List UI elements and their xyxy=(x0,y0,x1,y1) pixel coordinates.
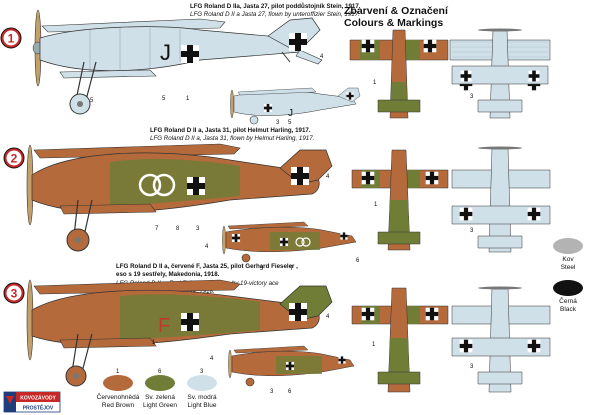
p2-callout-7: 7 xyxy=(155,226,159,232)
swatch-number-1: 1 xyxy=(116,369,120,375)
p1-callout-5: 5 xyxy=(162,96,166,102)
profile-1-top-view xyxy=(349,29,449,119)
profile-1-index: 1 xyxy=(8,32,15,46)
swatch-chip-steel xyxy=(553,238,583,254)
profile-2-caption-cz: LFG Roland D II a, Jasta 31, pilot Helmu… xyxy=(150,127,311,134)
profile-3-side-view: F xyxy=(26,279,333,387)
p3-callout-6: 6 xyxy=(288,389,292,395)
swatch-number-3: 3 xyxy=(200,369,204,375)
swatch-label-red-brown: Červenohnědá Red Brown xyxy=(92,394,144,409)
swatch-label-steel-en: Steel xyxy=(560,263,576,271)
profile-1-bottom-view xyxy=(449,28,551,119)
p2-callout-7b: 7 xyxy=(290,266,294,272)
swatch-chip-black xyxy=(553,280,583,296)
p1-callout-4: 4 xyxy=(320,54,324,60)
swatch-chip-red-brown xyxy=(103,375,133,391)
profile-2-bottom-view xyxy=(451,146,551,253)
profile-2-caption-en: LFG Roland D II a, Jasta 31, flown by He… xyxy=(150,135,315,142)
p2-callout-6: 6 xyxy=(356,258,360,264)
profile-1-caption-cz: LFG Roland D IIa, Jasta 27, pilot poddůs… xyxy=(190,3,361,10)
swatch-label-light-blue-en: Light Blue xyxy=(187,401,217,409)
profile-3-top-view xyxy=(351,287,449,393)
profile-1-letter: J xyxy=(160,40,171,65)
logo-line-1: KOVOZÁVODY xyxy=(20,395,56,402)
profile-3-caption-cz-1: LFG Roland D II a, červené F, Jasta 25, … xyxy=(116,263,298,270)
profile-badge-2: 2 xyxy=(3,147,25,169)
p1-callout-5c: 5 xyxy=(288,120,292,126)
swatch-label-red-brown-cz: Červenohnědá xyxy=(96,394,140,401)
callout-numbers: 4 5 1 5 3 5 1 3 4 7 8 3 4 3 7 6 1 3 4 1 … xyxy=(90,54,474,395)
profile-1-side-view: J xyxy=(32,9,323,115)
swatch-black xyxy=(553,280,583,296)
p2-callout-4: 4 xyxy=(326,174,330,180)
profile-1-small-side-view: J xyxy=(230,87,361,125)
p3-callout-4b: 4 xyxy=(210,356,214,362)
swatch-light-green: 6 xyxy=(145,369,175,391)
profile-badge-3: 3 xyxy=(3,282,25,304)
p3-callout-1b: 1 xyxy=(372,342,376,348)
p1-callout-1b: 1 xyxy=(373,80,377,86)
p3-callout-3b: 3 xyxy=(470,364,474,370)
profile-badge-1: 1 xyxy=(0,27,22,49)
swatch-label-black-cz: Černá xyxy=(559,298,577,305)
profile-3-bottom-view xyxy=(451,286,551,393)
swatch-label-light-blue: Sv. modrá Light Blue xyxy=(176,394,228,409)
swatch-label-light-green: Sv. zelená Light Green xyxy=(134,394,186,409)
p2-callout-3c: 3 xyxy=(260,266,264,272)
title-english: Colours & Markings xyxy=(344,17,444,29)
profile-2-index: 2 xyxy=(11,152,18,166)
swatch-label-light-green-cz: Sv. zelená xyxy=(145,394,175,401)
logo-line-2: PROSTĚJOV xyxy=(23,404,54,412)
p2-callout-1: 1 xyxy=(374,202,378,208)
swatch-label-red-brown-en: Red Brown xyxy=(101,401,135,409)
p1-callout-3: 3 xyxy=(276,120,280,126)
p1-callout-5b: 5 xyxy=(90,98,94,104)
profile-1-caption-en: LFG Roland D II a Jasta 27, flown by unt… xyxy=(190,11,360,18)
profile-2-small-side-view xyxy=(222,221,357,263)
p2-callout-8: 8 xyxy=(176,226,180,232)
p3-callout-4: 4 xyxy=(326,314,330,320)
swatch-label-light-blue-cz: Sv. modrá xyxy=(187,394,217,401)
p2-callout-3: 3 xyxy=(196,226,200,232)
swatch-label-light-green-en: Light Green xyxy=(143,401,177,409)
profile-2-side-view xyxy=(26,143,333,252)
kovozavody-logo: KOVOZÁVODY PROSTĚJOV xyxy=(3,391,61,413)
swatch-chip-light-blue xyxy=(187,375,217,391)
swatch-light-blue: 3 xyxy=(187,369,217,391)
p3-callout-3: 3 xyxy=(270,389,274,395)
swatch-label-black: Černá Black xyxy=(548,298,588,313)
p1-callout-1: 1 xyxy=(186,96,190,102)
p2-callout-3b: 3 xyxy=(470,228,474,234)
swatch-label-black-en: Black xyxy=(560,305,576,313)
swatch-red-brown: 1 xyxy=(103,369,133,391)
svg-text:J: J xyxy=(288,108,293,119)
profile-3-index: 3 xyxy=(11,287,18,301)
profile-3-letter: F xyxy=(158,315,170,337)
p1-callout-3b: 3 xyxy=(470,94,474,100)
swatch-label-steel: Kov Steel xyxy=(548,256,588,271)
profile-3-caption-cz-2: eso s 19 sestřely, Makedonia, 1918. xyxy=(116,271,220,278)
swatch-label-steel-cz: Kov xyxy=(562,256,574,263)
swatch-steel xyxy=(553,238,583,254)
swatch-chip-light-green xyxy=(145,375,175,391)
profile-2-top-view xyxy=(351,149,449,251)
p3-callout-1: 1 xyxy=(152,340,156,346)
profile-3-small-side-view xyxy=(228,345,355,387)
p2-callout-4b: 4 xyxy=(205,244,209,250)
title-czech: Zbarvení & Označení xyxy=(344,5,448,17)
swatch-number-6: 6 xyxy=(158,369,162,375)
